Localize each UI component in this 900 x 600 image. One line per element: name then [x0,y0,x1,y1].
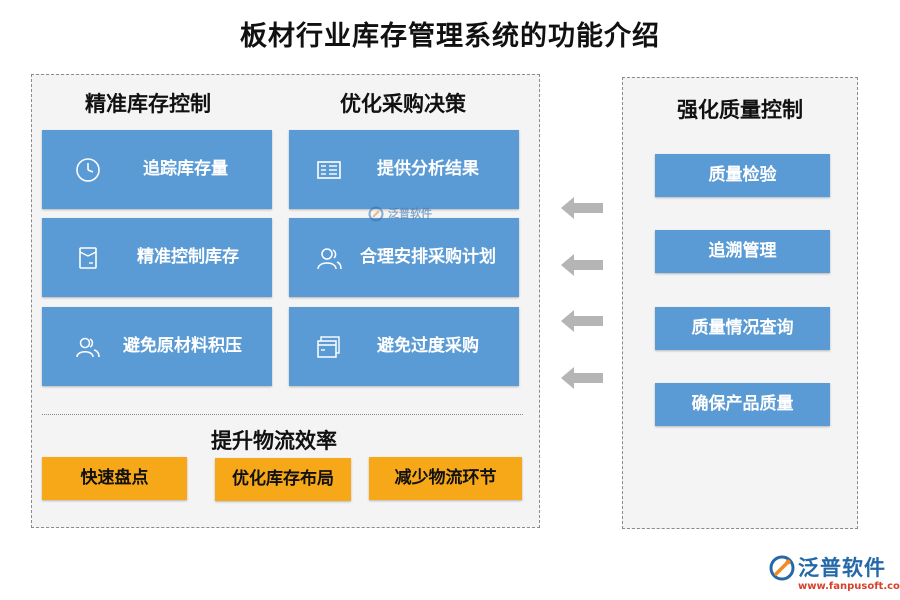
window-icon [317,336,340,358]
page-title: 板材行业库存管理系统的功能介绍 [240,21,660,52]
logistics-item-optimize-layout: 优化库存布局 [215,458,351,501]
card-label: 避免原材料积压 [123,336,242,356]
report-icon [317,161,341,179]
quality-item-inspection: 质量检验 [655,154,830,197]
watermark-text: 泛普软件 [388,207,432,220]
logistics-item-reduce-steps: 减少物流环节 [369,457,522,500]
document-icon [79,247,97,269]
brand-logo-icon [769,555,795,581]
logistics-item-quick-count: 快速盘点 [42,457,187,500]
card-avoid-backlog: 避免原材料积压 [42,307,272,386]
quality-section-title: 强化质量控制 [677,98,803,122]
arrow-left-icon [561,310,603,332]
card-precise-control: 精准控制库存 [42,218,272,297]
brand-name: 泛普软件 [798,556,886,580]
brand-logo: 泛普软件 www.fanpusoft.com [768,552,900,596]
watermark-logo-icon [368,206,384,222]
card-analysis-results: 提供分析结果 [289,130,519,209]
card-label: 提供分析结果 [377,159,479,179]
inventory-section-title: 精准库存控制 [85,92,211,116]
card-track-inventory: 追踪库存量 [42,130,272,209]
watermark: 泛普软件 [368,205,448,227]
purchase-section-title: 优化采购决策 [340,92,466,116]
user-icon [317,248,342,270]
card-label: 精准控制库存 [137,247,239,267]
arrow-left-icon [561,254,603,276]
card-purchase-plan: 合理安排采购计划 [289,218,519,297]
users-icon [76,337,100,358]
card-avoid-overbuy: 避免过度采购 [289,307,519,386]
arrow-left-icon [561,367,603,389]
quality-item-status-query: 质量情况查询 [655,307,830,350]
section-divider [42,414,523,415]
card-label: 合理安排采购计划 [360,247,496,267]
quality-item-ensure-quality: 确保产品质量 [655,383,830,426]
card-label: 追踪库存量 [143,159,228,179]
arrow-left-icon [561,197,603,219]
card-label: 避免过度采购 [377,336,479,356]
right-panel [622,77,858,529]
quality-item-traceability: 追溯管理 [655,230,830,273]
brand-url: www.fanpusoft.com [798,581,900,592]
clock-icon [76,158,100,182]
logistics-section-title: 提升物流效率 [211,429,337,453]
